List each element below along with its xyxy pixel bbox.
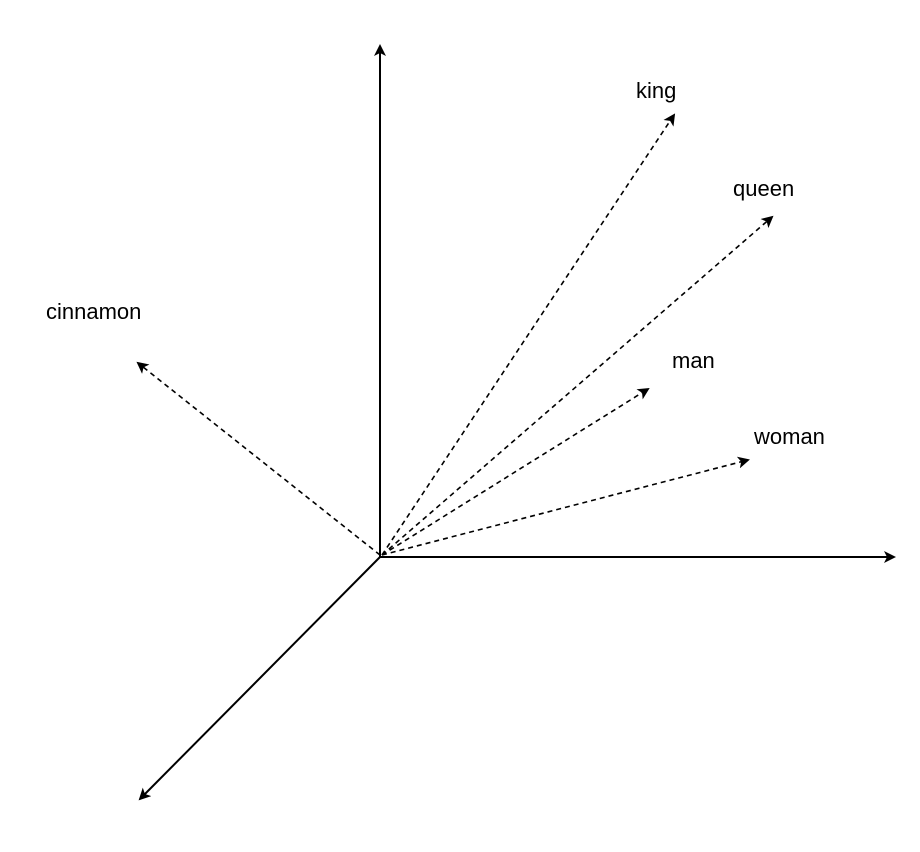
label-queen: queen — [733, 176, 794, 201]
vector-king — [381, 113, 676, 556]
vector-cinnamon — [136, 361, 381, 556]
vector-man — [381, 387, 650, 556]
vector-woman — [381, 456, 750, 556]
label-woman: woman — [753, 424, 825, 449]
label-cinnamon: cinnamon — [46, 299, 141, 324]
label-king: king — [636, 78, 676, 103]
label-man: man — [672, 348, 715, 373]
z-axis — [138, 556, 381, 801]
